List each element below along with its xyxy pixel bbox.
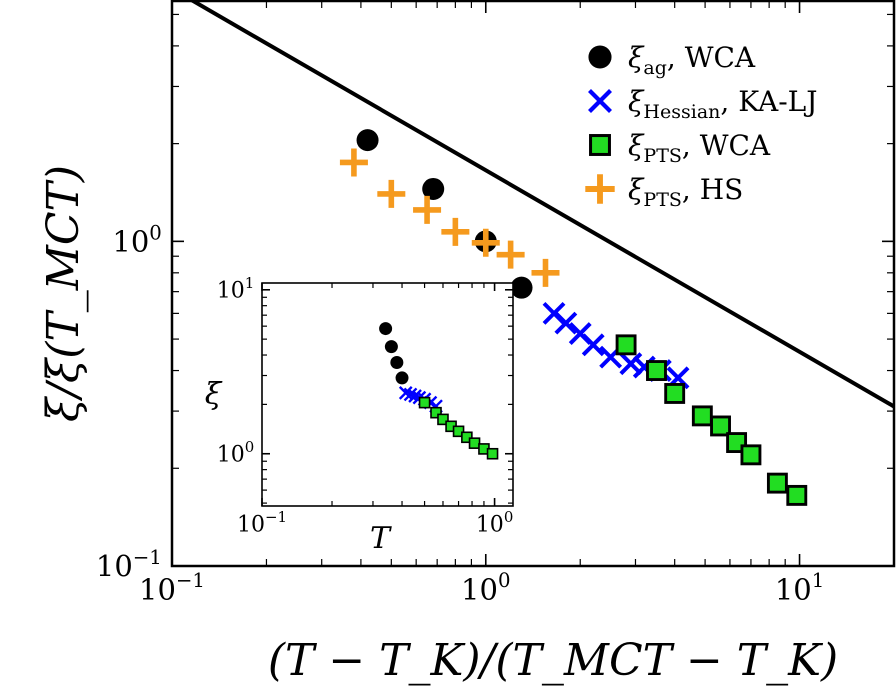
legend-marker-square bbox=[589, 134, 611, 156]
inset-x-axis-label: T bbox=[370, 521, 392, 556]
legend-entry: ξPTS, HS bbox=[628, 173, 743, 211]
legend-entry: ξag, WCA bbox=[628, 41, 756, 79]
inset-y-tick-label: 100 bbox=[217, 438, 255, 467]
inset-background bbox=[262, 283, 513, 506]
main-y-tick-label: 100 bbox=[112, 221, 161, 258]
main-x-tick-label: 10−1 bbox=[139, 569, 205, 606]
data-point-plus bbox=[377, 179, 406, 208]
data-point-circle bbox=[422, 177, 445, 200]
data-point-plus bbox=[471, 228, 500, 257]
main-x-tick-label: 101 bbox=[775, 569, 824, 606]
data-point-square bbox=[710, 415, 731, 437]
inset-point-x bbox=[403, 387, 418, 402]
data-point-plus bbox=[531, 258, 560, 287]
legend-marker-x bbox=[588, 89, 612, 113]
legend-marker-circle bbox=[588, 45, 612, 69]
y-axis-label: ξ/ξ(T_MCT) bbox=[38, 165, 89, 422]
main-plot-area bbox=[189, 1, 894, 506]
inset-point-circle bbox=[395, 371, 409, 385]
fit-line bbox=[189, 1, 894, 409]
inset-point-square bbox=[486, 447, 499, 460]
data-point-plus bbox=[496, 240, 525, 269]
data-point-circle bbox=[356, 129, 379, 152]
inset-point-square bbox=[437, 413, 449, 426]
inset-point-square bbox=[418, 396, 431, 409]
data-point-square bbox=[691, 405, 713, 427]
legend-marker-plus bbox=[585, 174, 615, 204]
main-frame bbox=[170, 0, 896, 568]
inset-y-axis-label: ξ bbox=[205, 377, 223, 412]
inset-point-circle bbox=[390, 356, 404, 370]
inset-frame bbox=[261, 282, 514, 507]
main-y-tick-label: 10−1 bbox=[96, 546, 162, 583]
data-point-plus bbox=[441, 217, 470, 246]
data-point-circle bbox=[510, 276, 533, 299]
data-point-plus bbox=[413, 195, 442, 224]
inset-point-square bbox=[468, 437, 481, 449]
data-point-x bbox=[619, 352, 643, 376]
data-point-square bbox=[615, 334, 637, 356]
data-point-square bbox=[786, 484, 808, 506]
inset-point-square bbox=[430, 406, 442, 419]
data-point-x bbox=[581, 333, 605, 357]
inset-point-square bbox=[461, 431, 473, 444]
inset-point-x bbox=[398, 386, 413, 400]
inset-point-square bbox=[452, 425, 465, 438]
data-point-x bbox=[554, 311, 578, 335]
data-point-square bbox=[740, 444, 762, 466]
inset-point-circle bbox=[384, 340, 398, 354]
data-point-square bbox=[664, 383, 686, 404]
data-point-square bbox=[646, 360, 667, 381]
data-point-square bbox=[766, 472, 788, 494]
inset-x-tick-label: 10−1 bbox=[237, 508, 287, 537]
inset-x-tick-label: 100 bbox=[476, 508, 514, 537]
legend-entry: ξHessian, KA-LJ bbox=[628, 85, 817, 123]
x-axis-label: (T − T_K)/(T_MCT − T_K) bbox=[268, 635, 838, 686]
inset-point-circle bbox=[379, 322, 393, 336]
inset-y-tick-label: 101 bbox=[217, 274, 255, 303]
main-x-tick-label: 100 bbox=[461, 569, 510, 606]
legend-entry: ξPTS, WCA bbox=[628, 129, 771, 167]
data-point-plus bbox=[339, 148, 368, 177]
